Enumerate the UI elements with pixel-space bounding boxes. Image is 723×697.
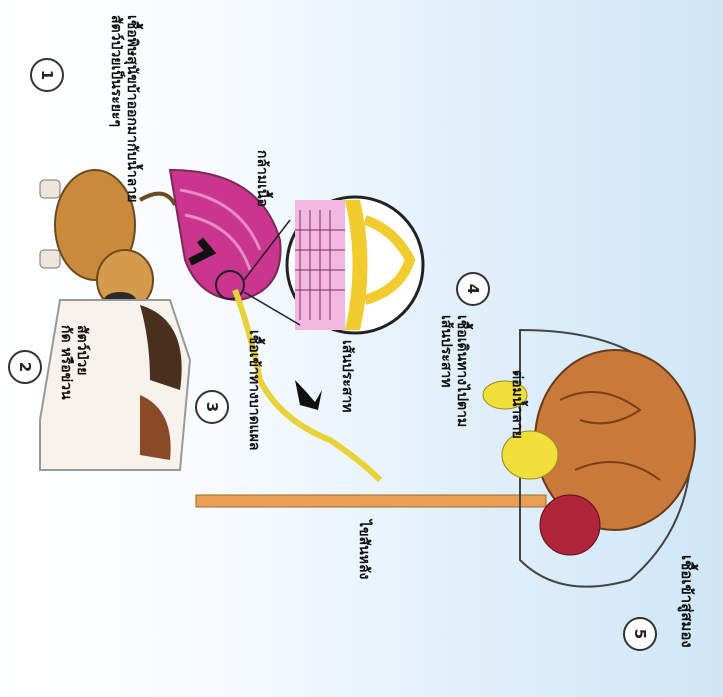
step-1-badge: 1 [30, 58, 64, 92]
muscle-label: กล้ามเนื้อ [254, 150, 270, 207]
nerve-label: เส้นประสาท [339, 340, 355, 412]
step3-label: เชื้อเข้าทางบาดแผล [246, 330, 262, 450]
step5-label: เชื้อเข้าสู่สมอง [678, 555, 695, 648]
step2-label: สัตว์ป่วย กัด หรือข่วน [58, 325, 90, 400]
brain-illustration [483, 330, 695, 587]
step-5-badge: 5 [623, 617, 657, 651]
salivary-gland-label: ต่อมน้ำลาย [509, 370, 525, 439]
step1-label: เชื้อพิษสุนัขบ้าออกมากับน้ำลาย สัตว์ป่วย… [108, 15, 140, 202]
step-2-badge: 2 [8, 350, 42, 384]
step-4-badge: 4 [456, 272, 490, 306]
spinal-cord-label: ไขสันหลัง [356, 520, 372, 579]
step4-label: เชื้อเดินทางไปตาม เส้นประสาท [438, 315, 470, 427]
spinal-cord [196, 495, 546, 507]
arrow-icon [295, 380, 322, 410]
step-3-badge: 3 [195, 390, 229, 424]
